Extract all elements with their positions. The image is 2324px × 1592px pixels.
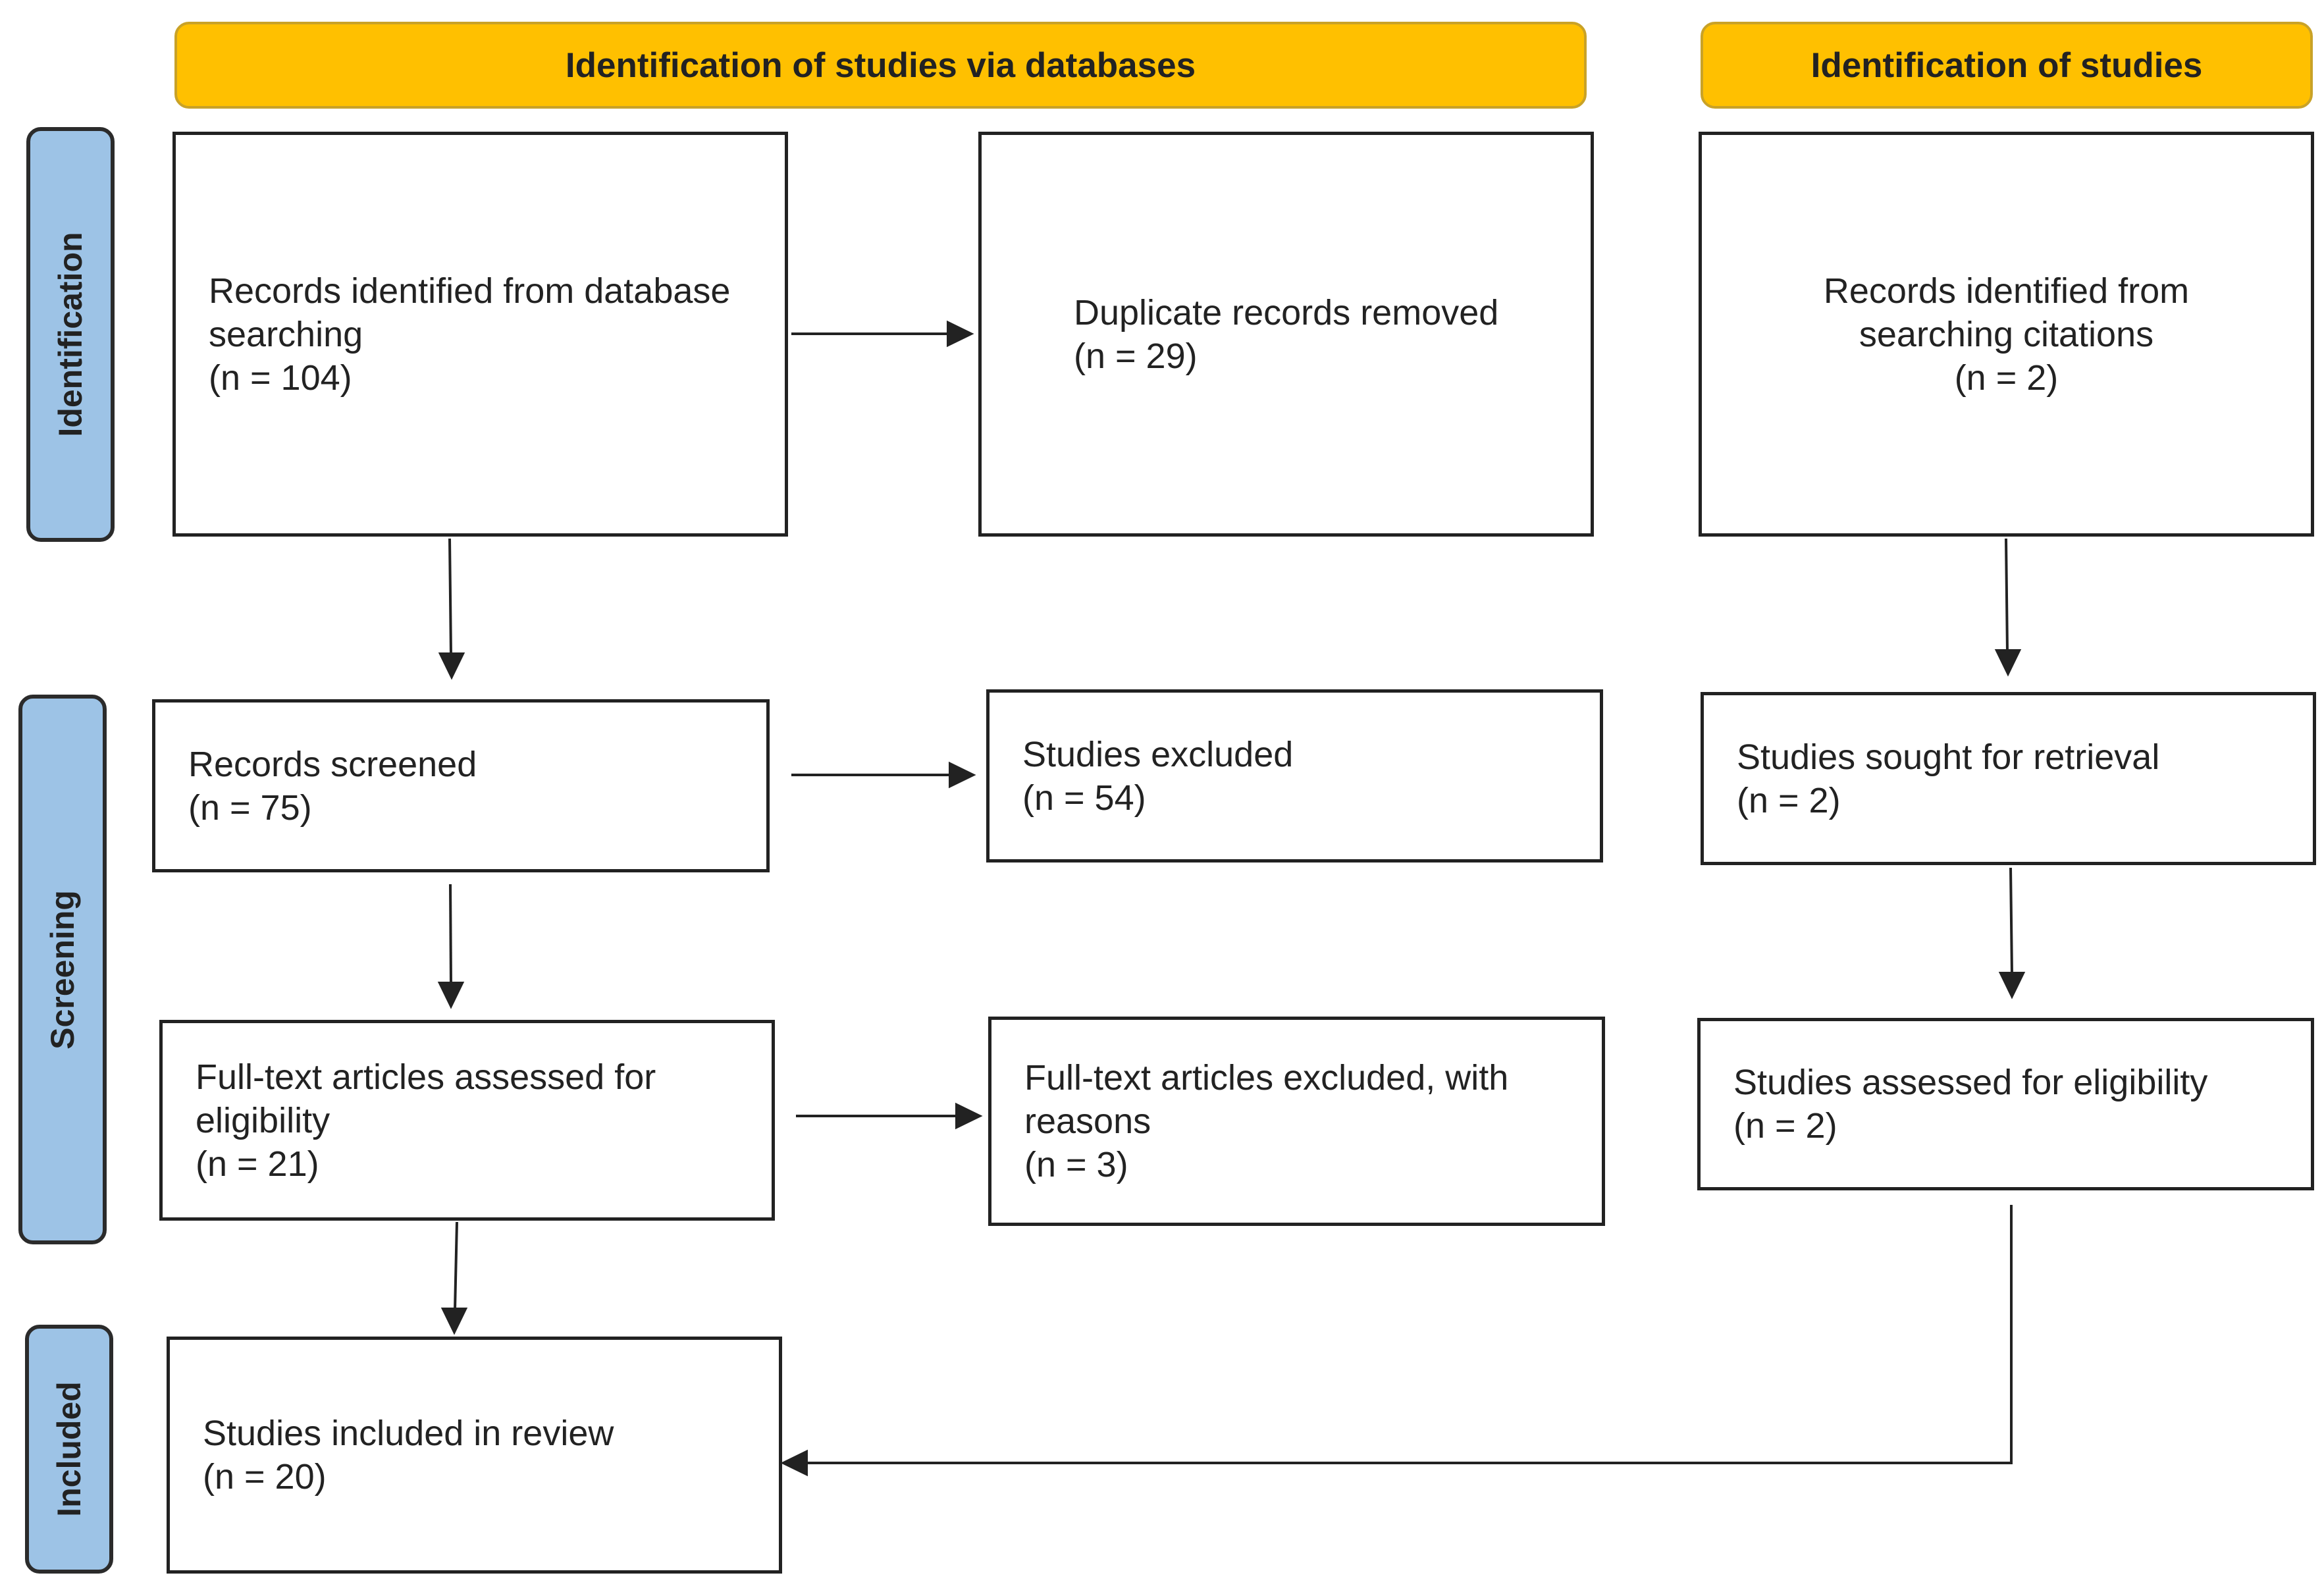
box-sought-retrieval: Studies sought for retrieval (n = 2) [1701, 692, 2316, 865]
box-line: eligibility [196, 1100, 330, 1140]
box-line: searching citations [1859, 314, 2154, 354]
box-assessed-eligibility: Studies assessed for eligibility (n = 2) [1697, 1018, 2314, 1190]
box-line: Studies sought for retrieval [1737, 737, 2160, 777]
box-line: Full-text articles assessed for [196, 1057, 656, 1097]
box-line: Records identified from database [209, 271, 731, 311]
arrow-to-included [454, 1221, 458, 1311]
box-line: Full-text articles excluded, with [1024, 1058, 1509, 1098]
box-line: searching [209, 314, 363, 354]
box-count: (n = 2) [1733, 1106, 1837, 1146]
box-duplicates-removed: Duplicate records removed (n = 29) [978, 132, 1594, 537]
phase-included: Included [25, 1325, 113, 1574]
box-line: Studies included in review [203, 1414, 614, 1453]
box-line: Records screened [188, 744, 477, 784]
phase-screening: Screening [18, 695, 107, 1244]
box-count: (n = 3) [1024, 1145, 1128, 1184]
arrow-to-eligibility [2009, 867, 2013, 975]
phase-identification: Identification [26, 127, 115, 542]
arrow-to-screened [448, 538, 452, 656]
box-fulltext-assessed: Full-text articles assessed for eligibil… [159, 1020, 775, 1221]
box-line: Studies excluded [1022, 734, 1294, 774]
box-count: (n = 29) [1074, 336, 1198, 376]
box-included-review: Studies included in review (n = 20) [167, 1337, 782, 1574]
box-count: (n = 54) [1022, 778, 1146, 818]
box-count: (n = 2) [1737, 780, 1841, 820]
box-line: Records identified from [1823, 271, 2190, 311]
box-count: (n = 20) [203, 1457, 327, 1497]
box-records-identified: Records identified from database searchi… [172, 132, 788, 537]
box-fulltext-excluded: Full-text articles excluded, with reason… [988, 1017, 1605, 1226]
box-line: Studies assessed for eligibility [1733, 1063, 2208, 1102]
box-count: (n = 21) [196, 1144, 319, 1184]
arrow-to-fulltext [449, 884, 452, 985]
box-records-screened: Records screened (n = 75) [152, 699, 770, 872]
box-line: Duplicate records removed [1074, 292, 1499, 332]
header-other-methods: Identification of studies [1701, 22, 2313, 109]
arrow-to-sought [2005, 538, 2009, 652]
box-line: reasons [1024, 1101, 1151, 1141]
arrow-elbow-to-included [806, 1205, 2013, 1464]
box-count: (n = 2) [1954, 358, 2059, 398]
box-count: (n = 104) [209, 358, 352, 398]
box-studies-excluded: Studies excluded (n = 54) [986, 689, 1603, 862]
header-databases: Identification of studies via databases [174, 22, 1587, 109]
box-count: (n = 75) [188, 787, 312, 828]
box-citations-identified: Records identified from searching citati… [1699, 132, 2314, 537]
